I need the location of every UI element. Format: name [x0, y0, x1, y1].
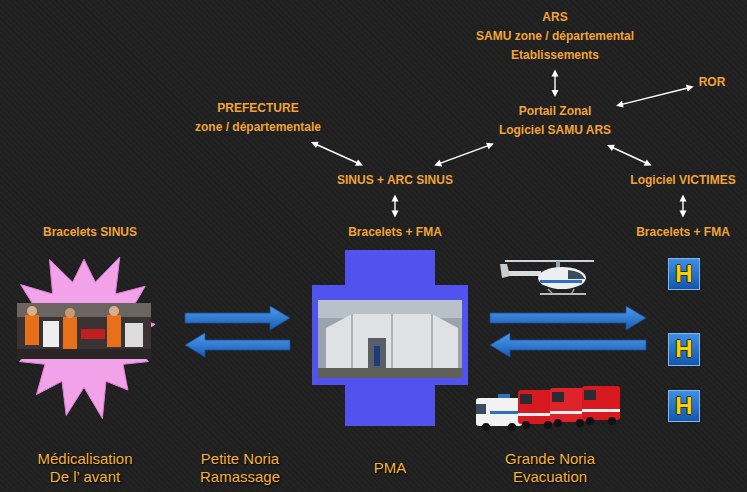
- node-text: ARS: [468, 8, 643, 27]
- node-text: SINUS + ARC SINUS: [337, 171, 453, 190]
- stage-label: PMA: [374, 459, 407, 477]
- software-label: Portail ZonalLogiciel SAMU ARS: [499, 102, 611, 140]
- link-arrow: [680, 195, 687, 218]
- tag-label: Bracelets + FMA: [636, 223, 730, 242]
- incident-star: Médicalisation De l’ avant: [5, 245, 163, 423]
- node-text: Logiciel VICTIMES: [630, 171, 735, 190]
- node-text: PREFECTURE: [195, 99, 321, 118]
- node-text: ROR: [699, 73, 726, 92]
- software-label: ROR: [699, 73, 726, 92]
- hospital-letter: H: [669, 334, 699, 364]
- tag-label: Bracelets + FMA: [348, 223, 442, 242]
- hospital-letter: H: [669, 259, 699, 289]
- pma-cross: PMA: [312, 250, 468, 426]
- node-text: Logiciel SAMU ARS: [499, 121, 611, 140]
- helicopter-icon: [500, 261, 594, 294]
- agency-label: ARSSAMU zone / départemental Etablisseme…: [468, 8, 643, 65]
- software-label: SINUS + ARC SINUS: [337, 171, 453, 190]
- hospital-box: H: [668, 333, 700, 366]
- link-arrow: [311, 142, 363, 166]
- link-arrow: [434, 143, 494, 167]
- star-outline: [5, 245, 163, 423]
- flow-arrow: [490, 306, 646, 330]
- agency-label: PREFECTUREzone / départementale: [195, 99, 321, 137]
- cross-outline: [312, 250, 468, 426]
- stage-label: Petite Noria Ramassage: [195, 450, 285, 486]
- node-text: Bracelets + FMA: [636, 223, 730, 242]
- node-text: Bracelets + FMA: [348, 223, 442, 242]
- hospital-letter: H: [669, 391, 699, 421]
- rescue-photo: [17, 303, 151, 359]
- flow-arrow: [490, 333, 646, 357]
- node-text: zone / départementale: [195, 118, 321, 137]
- flow-arrow: [185, 333, 290, 357]
- stage-label: Médicalisation De l’ avant: [32, 450, 138, 486]
- link-arrow: [616, 85, 694, 108]
- hospital-box: H: [668, 258, 700, 290]
- tag-label: Bracelets SINUS: [43, 223, 137, 242]
- software-label: Logiciel VICTIMES: [630, 171, 735, 190]
- stage-label: Grande Noria Evacuation: [500, 450, 600, 486]
- link-arrow: [607, 145, 651, 166]
- tent-photo: [318, 300, 462, 378]
- flow-arrow: [185, 306, 290, 330]
- node-text: SAMU zone / départemental Etablissements: [468, 27, 643, 65]
- node-text: Portail Zonal: [499, 102, 611, 121]
- ambulance-icons: [476, 386, 620, 431]
- link-arrow: [392, 195, 399, 218]
- hospital-box: H: [668, 390, 700, 422]
- link-arrow: [552, 70, 559, 98]
